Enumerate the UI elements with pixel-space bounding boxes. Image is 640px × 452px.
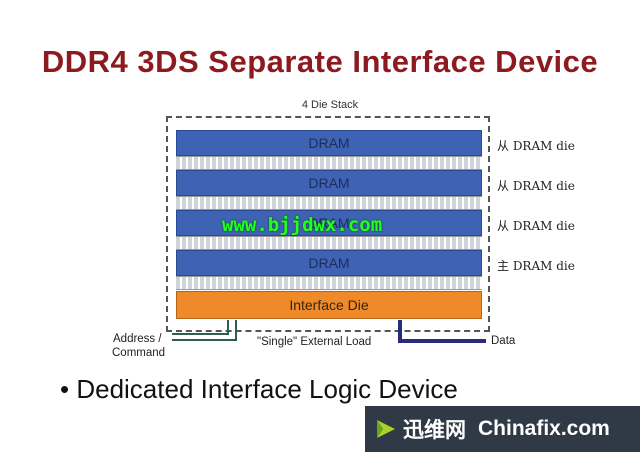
- dram-die-2: DRAM: [176, 170, 482, 196]
- stack-boundary: [166, 116, 490, 332]
- command-line: [172, 320, 229, 335]
- die-role-2: 从 DRAM die: [497, 179, 575, 193]
- interface-die: Interface Die: [176, 291, 482, 319]
- tsv-layer: [176, 196, 482, 210]
- die-role-1: 从 DRAM die: [497, 139, 575, 153]
- external-load-label: "Single" External Load: [257, 336, 372, 348]
- brand-watermark: 迅维网 Chinafix.com: [365, 406, 640, 452]
- address-line: [172, 320, 237, 341]
- tsv-layer: [176, 156, 482, 170]
- dram-die-3: DRAM: [176, 210, 482, 236]
- tsv-layer: [176, 236, 482, 250]
- diagram-title: DDR4 3DS Separate Interface Device: [41, 44, 599, 79]
- dram-die-4: DRAM: [176, 250, 482, 276]
- dram-die-1: DRAM: [176, 130, 482, 156]
- tsv-layer: [176, 276, 482, 290]
- chinafix-logo-icon: [377, 420, 395, 438]
- brand-cn: 迅维网: [403, 418, 466, 442]
- address-label: Address /: [113, 333, 162, 345]
- brand-en: Chinafix.com: [478, 417, 610, 440]
- die-role-4: 主 DRAM die: [497, 259, 575, 273]
- bullet-point: • Dedicated Interface Logic Device: [60, 374, 458, 404]
- die-role-3: 从 DRAM die: [497, 219, 575, 233]
- command-label: Command: [112, 347, 166, 359]
- stack-label: 4 Die Stack: [301, 99, 359, 111]
- watermark-text: www.bjjdwx.com: [222, 214, 383, 236]
- data-line: [398, 320, 486, 343]
- data-label: Data: [491, 335, 516, 347]
